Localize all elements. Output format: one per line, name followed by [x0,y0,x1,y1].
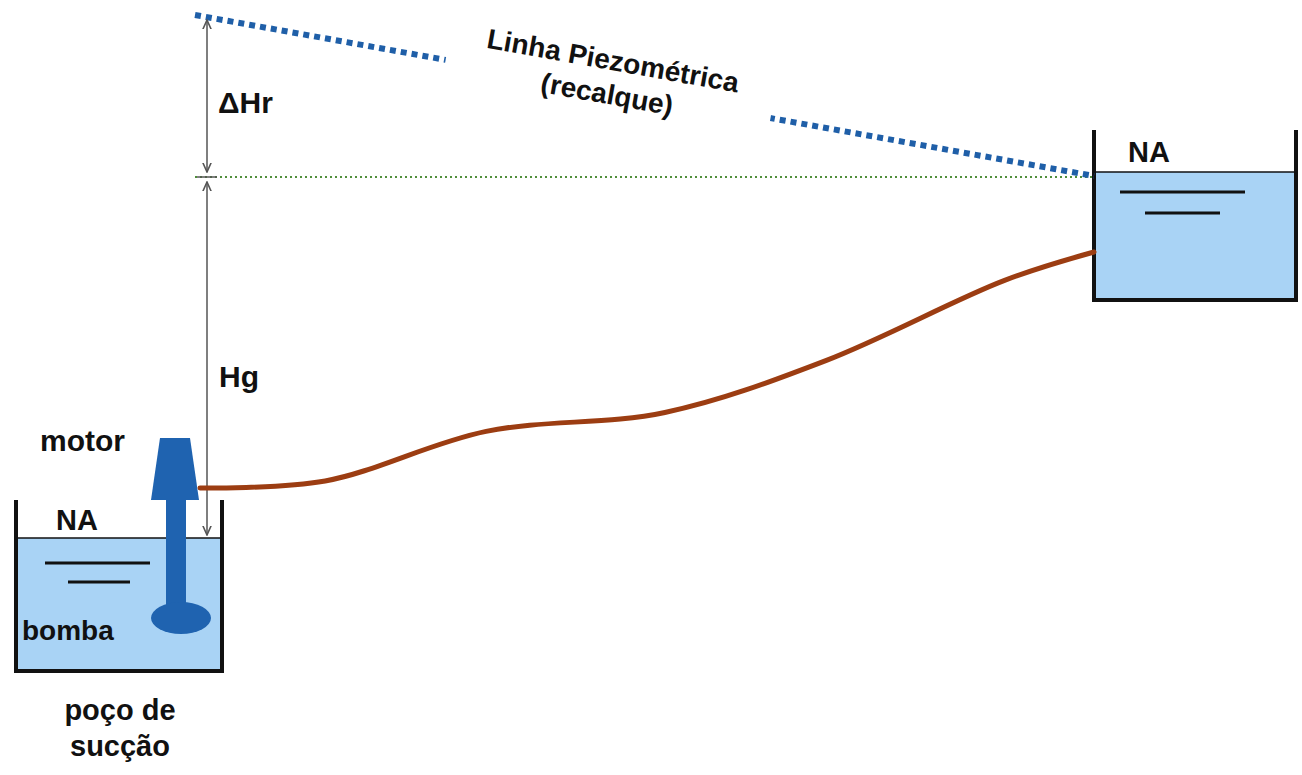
water-level-label: NA [56,504,98,537]
water-surface [1094,171,1296,173]
suction-tank: NAbombapoço de sucção [16,488,222,672]
water-level-label: NA [1128,136,1170,169]
dimension-label: ΔHr [218,86,273,121]
water-level-mark [68,581,130,584]
dimension-line [206,182,208,535]
water-surface [16,537,222,539]
tank-wall [16,500,222,671]
dimension-tick [197,176,217,178]
dimension-line [206,20,208,172]
water [1094,172,1296,299]
tank-wall [1094,130,1296,300]
water-level-mark [1145,212,1220,215]
discharge-pipe [200,252,1094,488]
piezometric-line [195,15,1094,176]
reservoir-tank: NA [1094,130,1296,302]
water-level-mark [1120,191,1245,194]
tank-caption: poço de sucção [34,692,206,764]
part-label: motor [40,424,125,459]
dimension-label: Hg [219,360,259,395]
pump-label: bomba [22,615,114,647]
water [16,538,222,671]
pump-shaft [166,495,186,605]
motor-symbol [151,438,199,500]
level-line [195,176,1094,178]
pump-impeller [151,602,211,634]
water-level-mark [45,562,150,565]
piezometric-line-label: Linha Piezométrica (recalque) [442,16,779,141]
